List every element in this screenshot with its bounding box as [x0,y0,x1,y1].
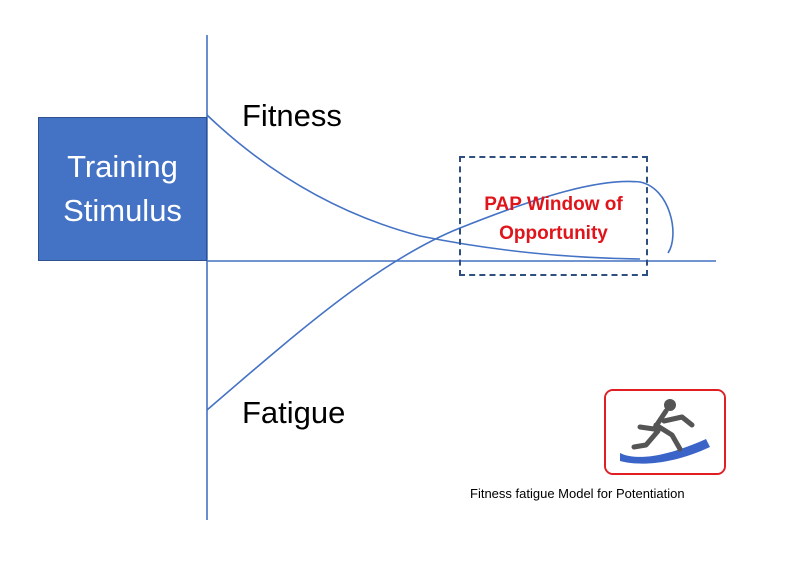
pap-window-label: PAP Window of Opportunity [484,194,623,244]
training-stimulus-box: Training Stimulus [38,117,207,261]
training-stimulus-label: Training Stimulus [63,149,182,228]
fatigue-label: Fatigue [242,395,346,430]
fitness-curve [206,114,641,260]
fitness-label: Fitness [242,98,342,133]
runner-logo-icon [606,391,724,473]
pap-window-box [459,156,648,276]
site-logo [604,389,726,475]
diagram-caption: Fitness fatigue Model for Potentiation [470,486,685,501]
fatigue-curve [206,180,674,411]
